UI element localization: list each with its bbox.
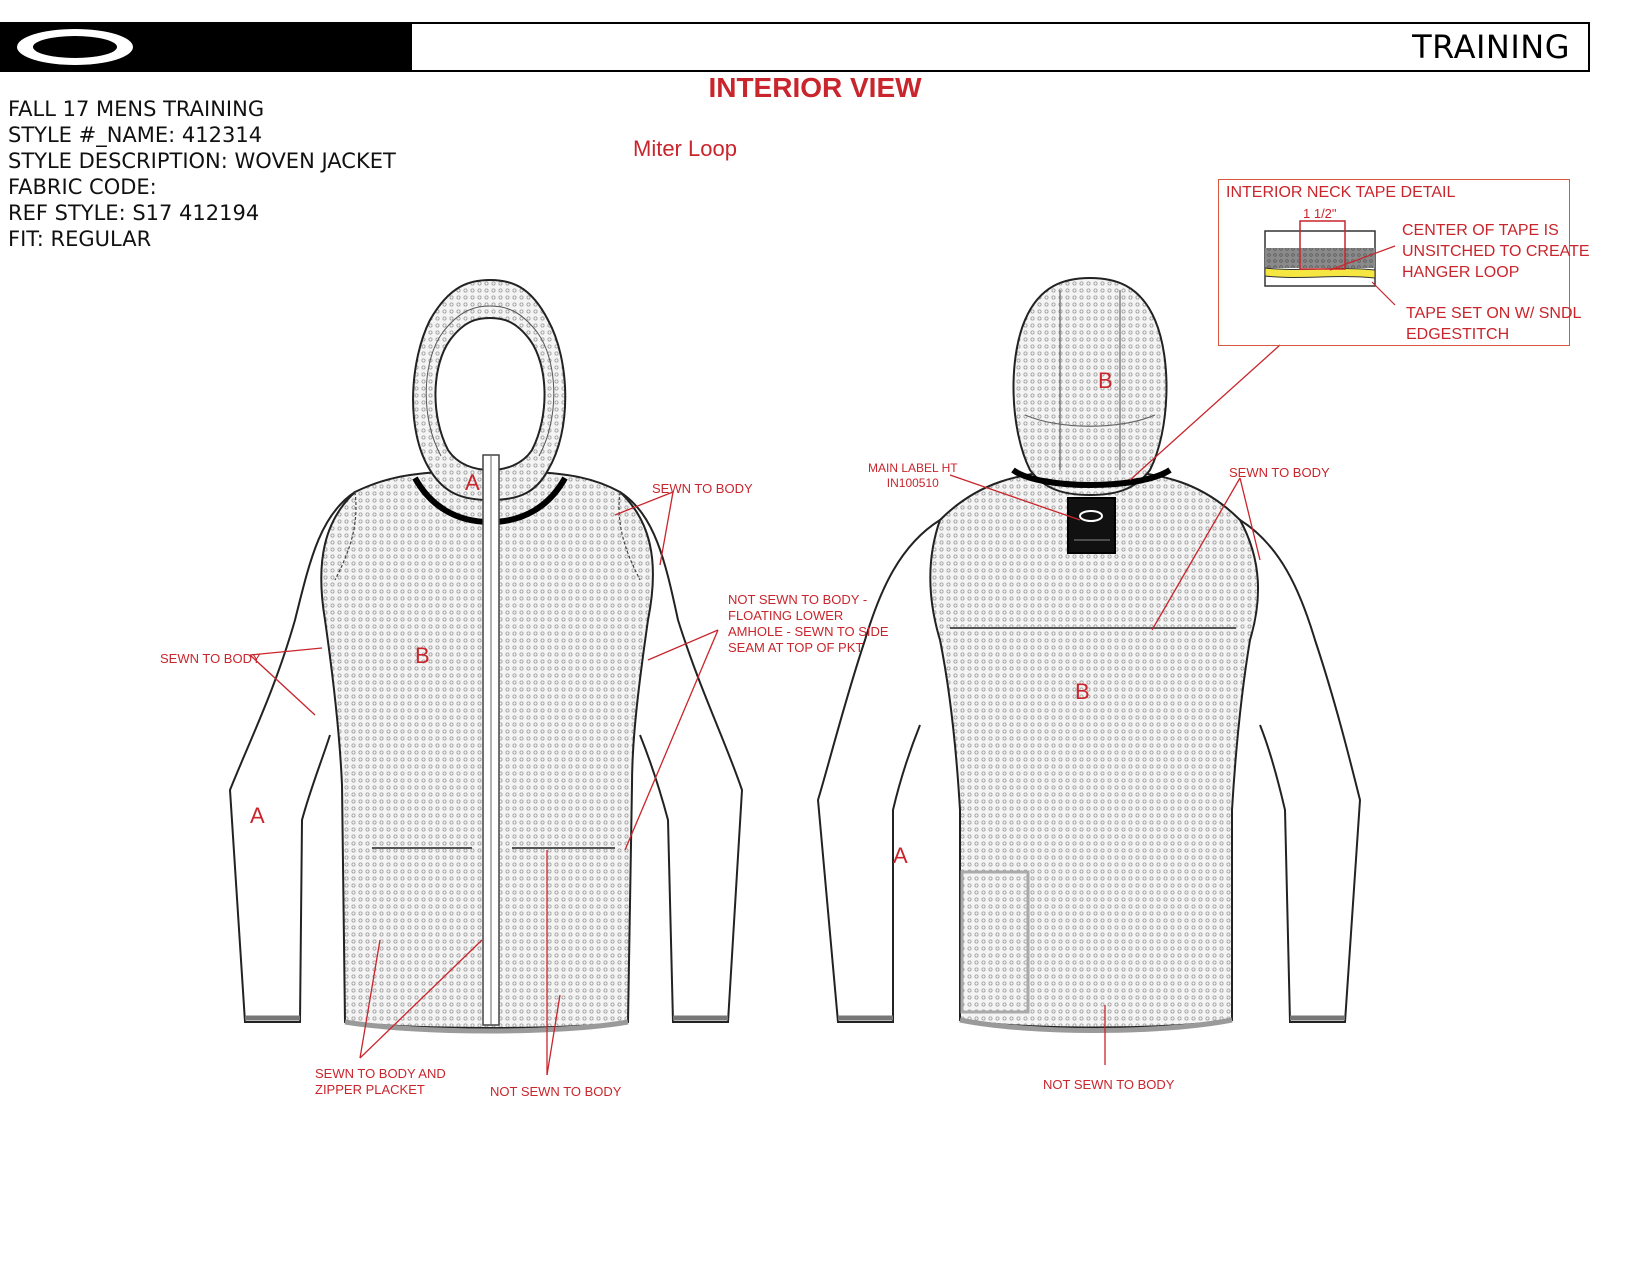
style-number-line: STYLE #_NAME: 412314 [8,123,263,147]
front-panel-b-label: B [415,643,430,668]
detail-note-tape-line: EDGESTITCH [1406,326,1510,343]
fabric-code-line: FABRIC CODE: [8,175,157,199]
main-label-patch [1067,497,1116,554]
front-panel-a-sleeve-label: A [250,803,265,828]
back-left-sleeve [816,519,941,1023]
note-line: SEWN TO BODY AND [315,1066,446,1081]
detail-note-center-line: CENTER OF TAPE IS [1402,222,1559,239]
back-pocket-outline [960,870,1030,1014]
back-jacket [816,276,1362,1033]
miter-loop-label: Miter Loop [633,136,737,161]
note-line: MAIN LABEL HT [868,461,958,475]
callout-leaders [249,344,1281,1076]
header-title-box: TRAINING [410,22,1590,72]
neck-tape-detail-drawing [1264,220,1396,306]
front-note-not-sewn-side: NOT SEWN TO BODY - FLOATING LOWER AMHOLE… [728,592,889,656]
note-line: FLOATING LOWER [728,608,844,623]
front-right-sleeve [619,491,744,1023]
oakley-logo-icon [17,29,133,65]
header-title: TRAINING [1412,28,1570,66]
back-note-sewn: SEWN TO BODY [1229,465,1330,480]
front-panel-a-hood-label: A [465,470,480,495]
back-note-not-sewn-hem: NOT SEWN TO BODY [1043,1077,1175,1092]
note-line: ZIPPER PLACKET [315,1082,425,1097]
front-hood-opening [434,316,546,472]
detail-measure: 1 1/2" [1303,206,1337,221]
ref-style-line: REF STYLE: S17 412194 [8,201,260,225]
front-note-sewn-placket: SEWN TO BODY AND ZIPPER PLACKET [315,1066,446,1098]
note-line: IN100510 [886,476,939,490]
back-panel-b-hood-label: B [1098,368,1113,393]
neck-tape-detail-box [1218,179,1570,346]
fit-line: FIT: REGULAR [8,227,152,251]
detail-note-center-line: UNSITCHED TO CREATE [1402,243,1590,260]
detail-note-center: CENTER OF TAPE IS UNSITCHED TO CREATE HA… [1402,220,1590,283]
note-line: NOT SEWN TO BODY - [728,592,868,607]
style-description-line: STYLE DESCRIPTION: WOVEN JACKET [8,149,396,173]
back-right-sleeve [1239,519,1362,1023]
detail-note-center-line: HANGER LOOP [1402,264,1520,281]
header-logo-bar [0,22,410,72]
front-note-sewn-left: SEWN TO BODY [160,651,261,666]
front-jacket [228,278,744,1034]
front-left-sleeve [228,491,356,1023]
view-title: INTERIOR VIEW [708,72,922,103]
back-hood [1012,276,1168,497]
detail-note-tape-line: TAPE SET ON W/ SNDL [1406,305,1582,322]
note-line: SEAM AT TOP OF PKT [728,640,864,655]
back-panel-b-body-label: B [1075,679,1090,704]
season-line: FALL 17 MENS TRAINING [8,97,265,121]
back-note-main-label: MAIN LABEL HT IN100510 [868,461,958,491]
front-note-sewn-right: SEWN TO BODY [652,481,753,496]
back-neck-tape [1011,467,1172,488]
front-note-not-sewn-hem: NOT SEWN TO BODY [490,1084,622,1099]
note-line: AMHOLE - SEWN TO SIDE [728,624,889,639]
style-info-block: FALL 17 MENS TRAINING STYLE #_NAME: 4123… [8,96,396,252]
back-panel-a-sleeve-label: A [893,843,908,868]
detail-title: INTERIOR NECK TAPE DETAIL [1226,184,1456,201]
detail-note-tape: TAPE SET ON W/ SNDL EDGESTITCH [1406,303,1581,345]
